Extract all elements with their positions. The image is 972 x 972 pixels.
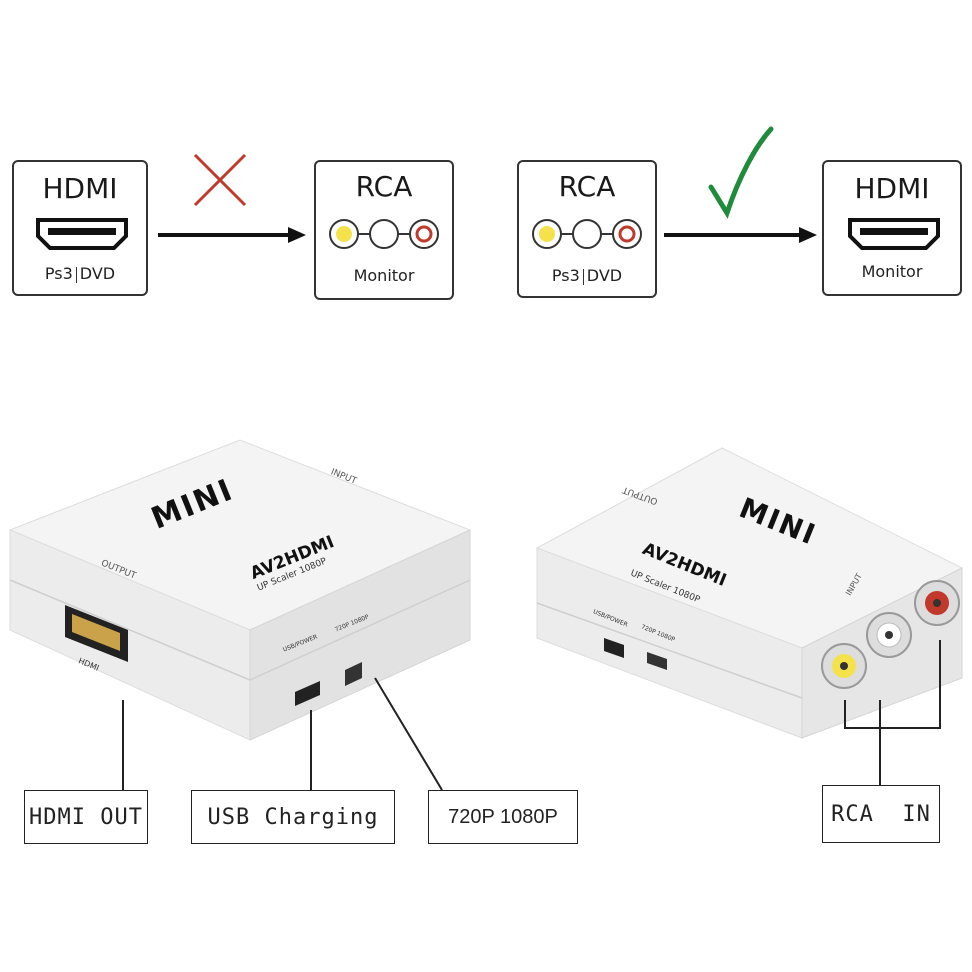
- hdmi-out-label: HDMI OUT: [24, 790, 148, 844]
- hdmi-monitor-box: HDMI Monitor: [822, 160, 962, 296]
- rca-jack-white: [866, 612, 912, 658]
- rca-jack-yellow: [821, 643, 867, 689]
- rca-source-box: RCA Ps3 DVD: [517, 160, 657, 298]
- rca-monitor-title: RCA: [355, 170, 413, 203]
- converter-device-left: [8, 439, 472, 741]
- resolution-switch: [647, 652, 667, 670]
- usb-port: [295, 681, 320, 706]
- rca-jack-red: [914, 580, 960, 626]
- right-arrow-icon: [664, 227, 817, 243]
- ps3-label: Ps3: [551, 266, 580, 285]
- ps3-label: Ps3: [44, 264, 73, 283]
- hdmi-source-title: HDMI: [42, 172, 118, 205]
- dvd-label: DVD: [586, 266, 623, 285]
- hdmi-monitor-title: HDMI: [854, 172, 930, 205]
- hdmi-monitor-sub: Monitor: [861, 262, 923, 281]
- rca-in-text: RCA IN: [831, 801, 931, 827]
- checkmark-icon: [708, 126, 774, 219]
- rca-jacks-icon: [329, 219, 439, 249]
- cross-icon: [193, 153, 247, 207]
- usb-port: [604, 638, 624, 658]
- resolution-switch: [345, 662, 362, 686]
- hdmi-port: [65, 605, 128, 662]
- rca-monitor-sub: Monitor: [353, 266, 415, 285]
- rca-source-sub: Ps3 DVD: [519, 266, 655, 285]
- hdmi-port-icon: [36, 218, 128, 250]
- dvd-label: DVD: [79, 264, 116, 283]
- rca-monitor-box: RCA Monitor: [314, 160, 454, 300]
- converter-device-right: [535, 447, 964, 739]
- hdmi-port-icon: [848, 218, 940, 250]
- rca-jacks-icon: [532, 219, 642, 249]
- hdmi-source-box: HDMI Ps3 DVD: [12, 160, 148, 296]
- rca-source-title: RCA: [558, 170, 616, 203]
- resolution-label: 720P 1080P: [428, 790, 578, 844]
- hdmi-source-sub: Ps3 DVD: [14, 264, 146, 283]
- left-arrow-icon: [158, 227, 306, 243]
- rca-in-label: RCA IN: [822, 785, 940, 843]
- usb-charging-label: USB Charging: [191, 790, 395, 844]
